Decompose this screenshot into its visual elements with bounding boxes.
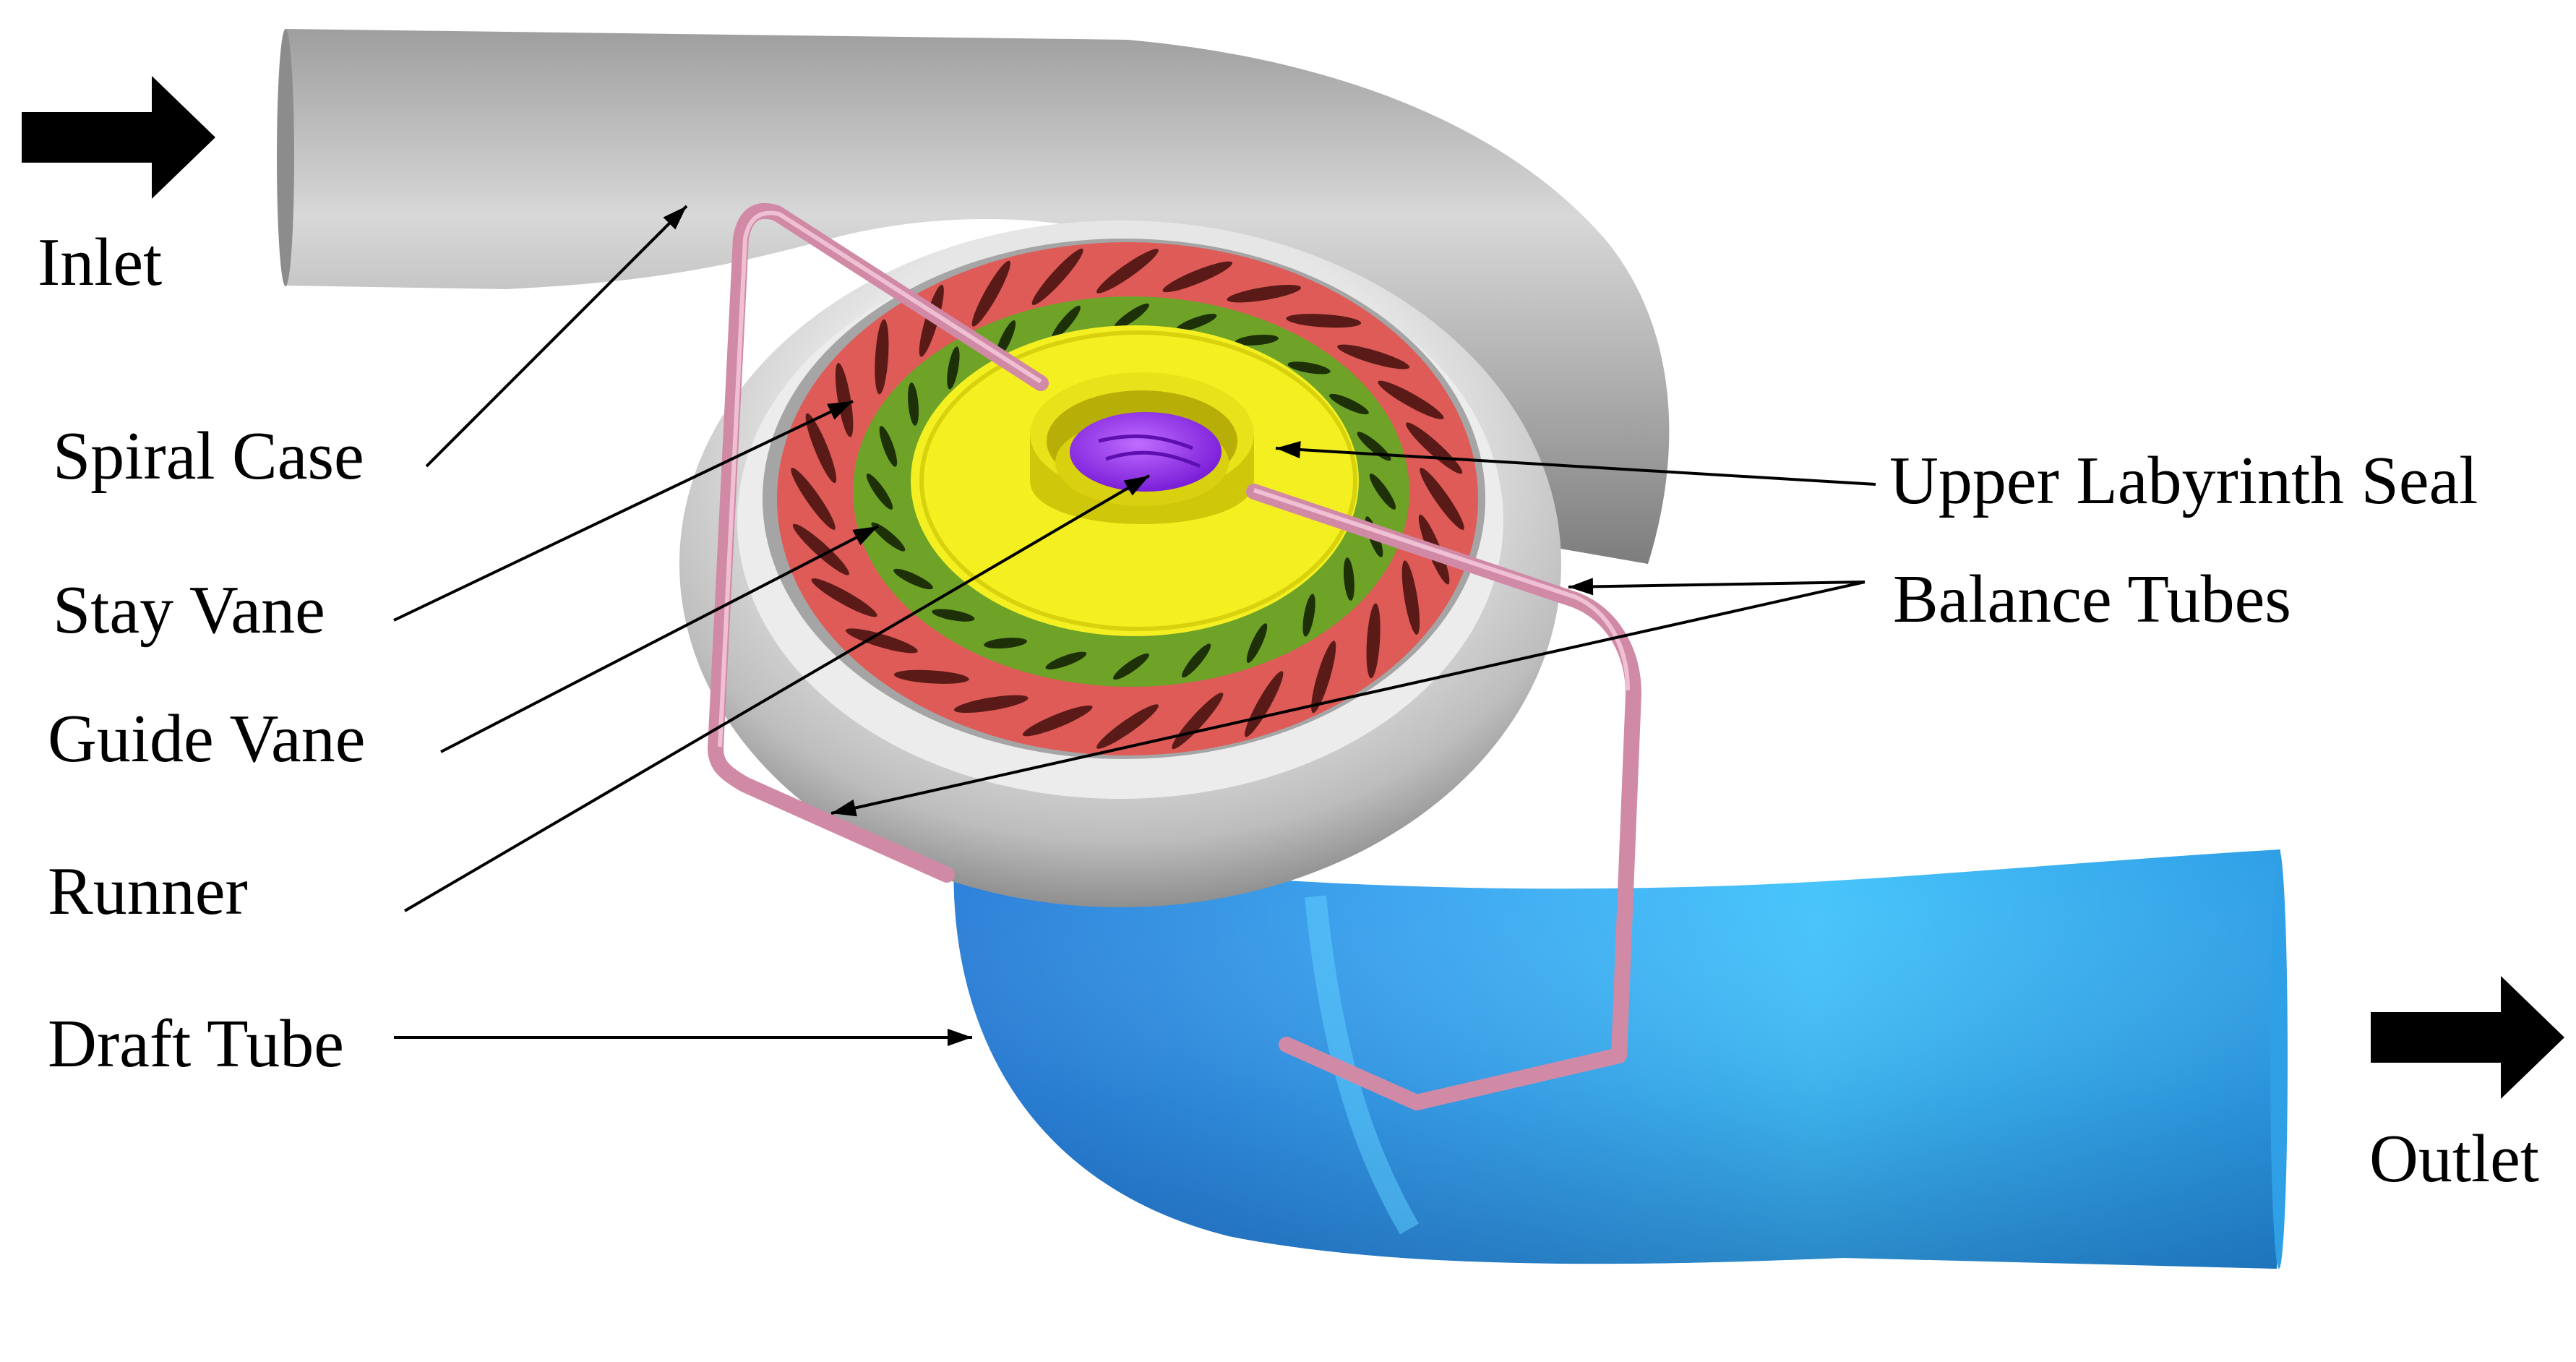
stay-vane-blade bbox=[1401, 560, 1420, 635]
stay-vane-blade bbox=[971, 260, 1010, 327]
guide-vane-blade bbox=[1045, 651, 1087, 669]
stay-vane-blade bbox=[791, 468, 836, 530]
stay-vane-label: Stay Vane bbox=[53, 573, 325, 648]
stay-vane-blade bbox=[1378, 380, 1444, 419]
guide-vane-blade bbox=[1246, 623, 1268, 663]
guide-vane-blade bbox=[1182, 643, 1211, 678]
stay-vane-blade bbox=[893, 669, 969, 684]
runner-leader bbox=[403, 474, 1151, 912]
stay-vane-blade bbox=[1420, 468, 1464, 530]
guide-vane-blade bbox=[1113, 303, 1149, 330]
guide-vane-blade bbox=[984, 638, 1027, 649]
guide-vane-blade bbox=[871, 522, 906, 552]
upper-labyrinth-seal-leader bbox=[1275, 447, 1876, 486]
stay-vane-blade bbox=[1311, 641, 1336, 714]
stay-vane-blade bbox=[792, 523, 849, 575]
guide-vane-blade bbox=[947, 346, 960, 390]
guide-vane-blade bbox=[1051, 305, 1081, 340]
guide-vane-blade bbox=[1369, 474, 1396, 510]
stay-vane-blade bbox=[1227, 284, 1302, 303]
draft-tube-leader-arrowhead bbox=[948, 1029, 972, 1046]
guide-vane-blade bbox=[1329, 393, 1369, 415]
outlet-label: Outlet bbox=[2369, 1121, 2539, 1196]
stay-vane-blade bbox=[1022, 705, 1093, 737]
guide-vane-blade bbox=[1113, 653, 1149, 680]
stay-vane-leader bbox=[393, 400, 854, 622]
runner-label: Runner bbox=[48, 854, 248, 929]
guide-vane-blade bbox=[866, 474, 893, 510]
stay-vane-blade bbox=[1245, 671, 1284, 737]
stay-vane-blade bbox=[1096, 249, 1159, 294]
leader-lines bbox=[393, 205, 1876, 1046]
stay-vane-blade bbox=[835, 362, 854, 437]
stay-vane-leader-arrowhead bbox=[827, 401, 853, 420]
guide-vane-blade bbox=[1175, 314, 1217, 332]
stay-vane-blade bbox=[1366, 603, 1381, 679]
balance-tubes-leader-left-arrowhead bbox=[831, 799, 857, 817]
stay-vane-blade bbox=[1406, 422, 1463, 474]
inlet-arrow bbox=[22, 76, 215, 199]
upper-labyrinth-seal-label: Upper Labyrinth Seal bbox=[1889, 443, 2478, 518]
stay-vane-blade bbox=[805, 413, 837, 484]
runner-leader-arrowhead bbox=[1123, 476, 1149, 496]
stay-vane-blade bbox=[953, 695, 1029, 714]
balance-tubes-leader-right-arrowhead bbox=[1568, 578, 1594, 596]
guide-vane-leader bbox=[440, 525, 879, 753]
spiral-case-leader bbox=[425, 205, 688, 468]
outlet-arrow bbox=[2371, 976, 2564, 1099]
stay-vane-blade bbox=[1337, 344, 1410, 369]
guide-vane-blade bbox=[1302, 594, 1315, 637]
spiral-case-label: Spiral Case bbox=[53, 419, 364, 494]
guide-vane-blade bbox=[1287, 361, 1331, 374]
inlet-label: Inlet bbox=[38, 225, 163, 300]
guide-vane-blade bbox=[908, 382, 919, 426]
balance-tubes-leader-left bbox=[830, 581, 1866, 815]
stay-vane-blade bbox=[1031, 248, 1083, 305]
stay-vane-blade bbox=[845, 628, 918, 654]
stay-vane-blade bbox=[1286, 314, 1362, 328]
balance-tubes-leader-right bbox=[1568, 581, 1866, 588]
balance-tubes-label: Balance Tubes bbox=[1893, 562, 2291, 637]
stay-vane-blade bbox=[875, 319, 889, 395]
upper-labyrinth-seal bbox=[1030, 372, 1254, 524]
guide-vane-blade bbox=[1235, 334, 1279, 346]
guide-vane-blade bbox=[893, 568, 933, 590]
guide-vane-blade bbox=[932, 609, 975, 622]
draft-tube-label: Draft Tube bbox=[48, 1006, 344, 1082]
stay-vane-blade bbox=[1162, 261, 1233, 293]
guide-vane-leader-arrowhead bbox=[852, 526, 878, 546]
spiral-case-leader-arrowhead bbox=[663, 206, 687, 230]
guide-vane-blade bbox=[1343, 557, 1354, 601]
guide-vane-label: Guide Vane bbox=[48, 701, 366, 776]
upper-labyrinth-seal-leader-arrowhead bbox=[1276, 441, 1301, 458]
stay-vane-blade bbox=[1096, 704, 1159, 749]
stay-vane-blade bbox=[811, 578, 877, 617]
guide-vane-blade bbox=[879, 426, 898, 467]
